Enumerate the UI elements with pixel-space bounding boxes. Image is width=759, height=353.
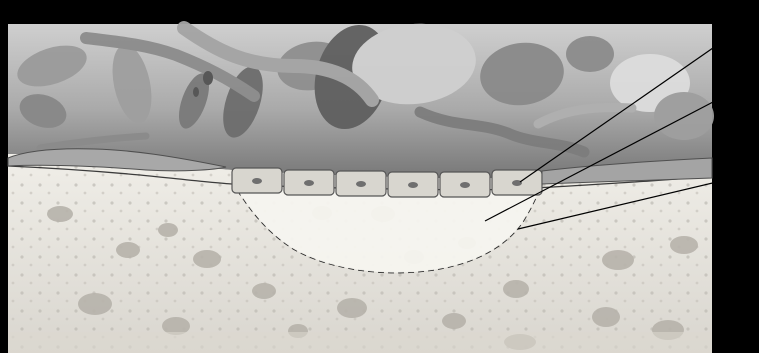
illustration-panel bbox=[8, 16, 714, 353]
leader-line-ends bbox=[730, 16, 759, 178]
bottom-shading bbox=[8, 332, 712, 353]
